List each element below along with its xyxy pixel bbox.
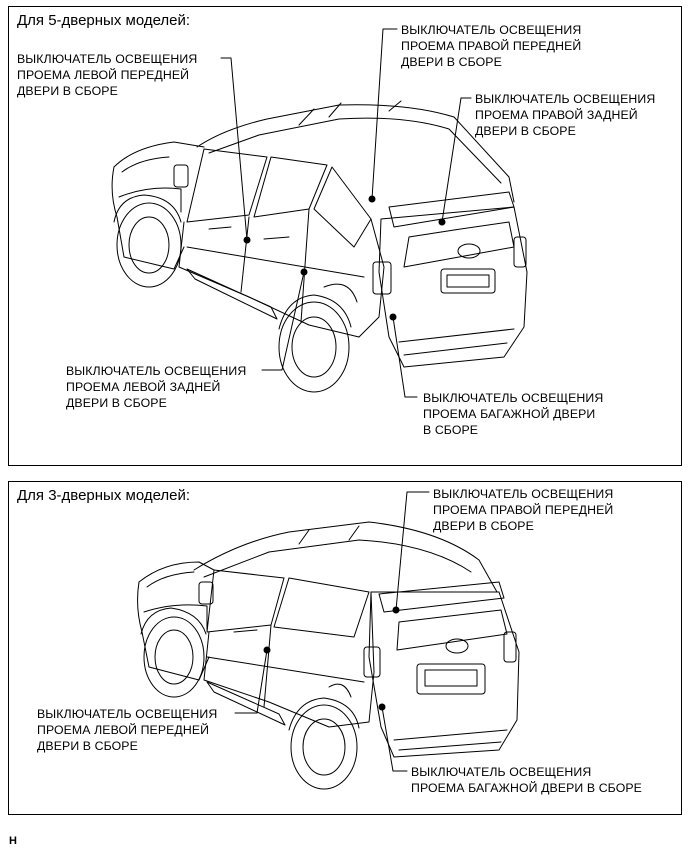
figure-code: H [9, 835, 17, 847]
suv-5-door-illustration [111, 28, 528, 398]
panel-title: Для 3-дверных моделей: [17, 487, 191, 504]
label-front-right-door-switch: ВЫКЛЮЧАТЕЛЬ ОСВЕЩЕНИЯ ПРОЕМА ПРАВОЙ ПЕРЕ… [433, 487, 614, 533]
panel-title: Для 5-дверных моделей: [17, 12, 191, 29]
label-front-left-door-switch: ВЫКЛЮЧАТЕЛЬ ОСВЕЩЕНИЯ ПРОЕМА ЛЕВОЙ ПЕРЕД… [17, 52, 198, 98]
suv-3-door-illustration [137, 491, 520, 790]
label-rear-left-door-switch: ВЫКЛЮЧАТЕЛЬ ОСВЕЩЕНИЯ ПРОЕМА ЛЕВОЙ ЗАДНЕ… [66, 364, 247, 410]
panel-5-door: Для 5-дверных моделей: ВЫКЛЮЧАТЕЛЬ ОСВЕЩ… [8, 6, 682, 466]
label-rear-right-door-switch: ВЫКЛЮЧАТЕЛЬ ОСВЕЩЕНИЯ ПРОЕМА ПРАВОЙ ЗАДН… [475, 92, 656, 138]
label-back-door-switch: ВЫКЛЮЧАТЕЛЬ ОСВЕЩЕНИЯ ПРОЕМА БАГАЖНОЙ ДВ… [423, 391, 604, 437]
label-front-right-door-switch: ВЫКЛЮЧАТЕЛЬ ОСВЕЩЕНИЯ ПРОЕМА ПРАВОЙ ПЕРЕ… [401, 23, 582, 69]
label-front-left-door-switch: ВЫКЛЮЧАТЕЛЬ ОСВЕЩЕНИЯ ПРОЕМА ЛЕВОЙ ПЕРЕД… [37, 707, 218, 753]
panel-3-door: Для 3-дверных моделей: ВЫКЛЮЧАТЕЛЬ ОСВЕЩ… [8, 481, 682, 815]
label-back-door-switch: ВЫКЛЮЧАТЕЛЬ ОСВЕЩЕНИЯ ПРОЕМА БАГАЖНОЙ ДВ… [411, 765, 642, 795]
